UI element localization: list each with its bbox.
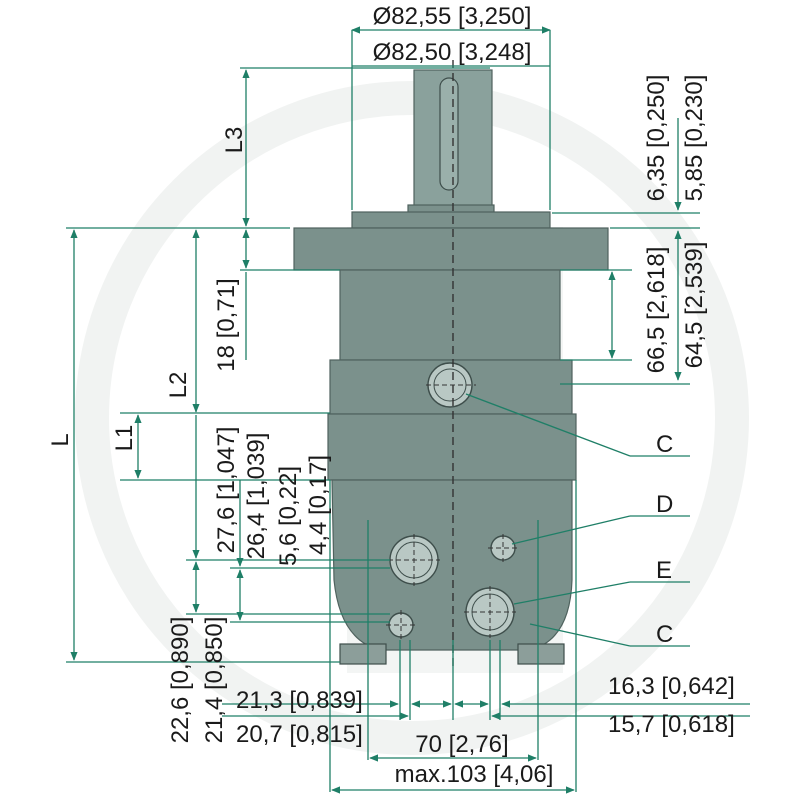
label-L: L <box>47 433 74 446</box>
dim-70: 70 [2,76] <box>415 731 508 758</box>
dim-pilot-min: 64,5 [2,539] <box>681 242 708 369</box>
dim-flange-max: 6,35 [0,250] <box>643 75 670 202</box>
dim-21-3: 21,3 [0,839] <box>236 687 363 714</box>
mounting-flange <box>293 227 609 271</box>
dim-15-7: 15,7 [0,618] <box>608 711 735 738</box>
dim-flange-min: 5,85 [0,230] <box>681 75 708 202</box>
label-L2: L2 <box>165 372 192 399</box>
port-d <box>490 535 516 561</box>
dim-20-7: 20,7 [0,815] <box>236 721 363 748</box>
bolt-left <box>339 643 387 665</box>
label-L1: L1 <box>111 425 138 452</box>
dim-27-6: 27,6 [1,047] <box>213 427 240 554</box>
top-diameter-max: Ø82,55 [3,250] <box>373 3 532 30</box>
port-label-e: E <box>656 557 672 584</box>
lower-body <box>327 413 577 481</box>
dimension-labels: Ø82,55 [3,250] Ø82,50 [3,248] L3 L L2 L1… <box>47 3 735 788</box>
dim-26-4: 26,4 [1,039] <box>243 433 270 560</box>
port-label-c-lower: C <box>656 621 673 648</box>
shaft-key <box>439 77 459 191</box>
dim-16-3: 16,3 [0,642] <box>608 673 735 700</box>
port-label-c-upper: C <box>656 431 673 458</box>
dim-21-4: 21,4 [0,850] <box>201 617 228 744</box>
dim-max-103: max.103 [4,06] <box>395 761 554 788</box>
port-drain <box>388 612 414 638</box>
dim-pilot-max: 66,5 [2,618] <box>643 247 670 374</box>
top-diameter-min: Ø82,50 [3,248] <box>373 39 532 66</box>
pilot-ring <box>351 211 551 229</box>
dim-4-4: 4,4 [0,17] <box>305 455 332 555</box>
port-label-d: D <box>656 491 673 518</box>
bolt-right <box>517 643 565 665</box>
upper-body <box>339 269 561 361</box>
dim-18: 18 [0,71] <box>213 278 240 371</box>
dim-5-6: 5,6 [0,22] <box>275 466 302 566</box>
label-L3: L3 <box>221 127 248 154</box>
dimensions <box>66 26 750 794</box>
motor-body <box>293 60 609 670</box>
dim-22-6: 22,6 [0,890] <box>167 617 194 744</box>
